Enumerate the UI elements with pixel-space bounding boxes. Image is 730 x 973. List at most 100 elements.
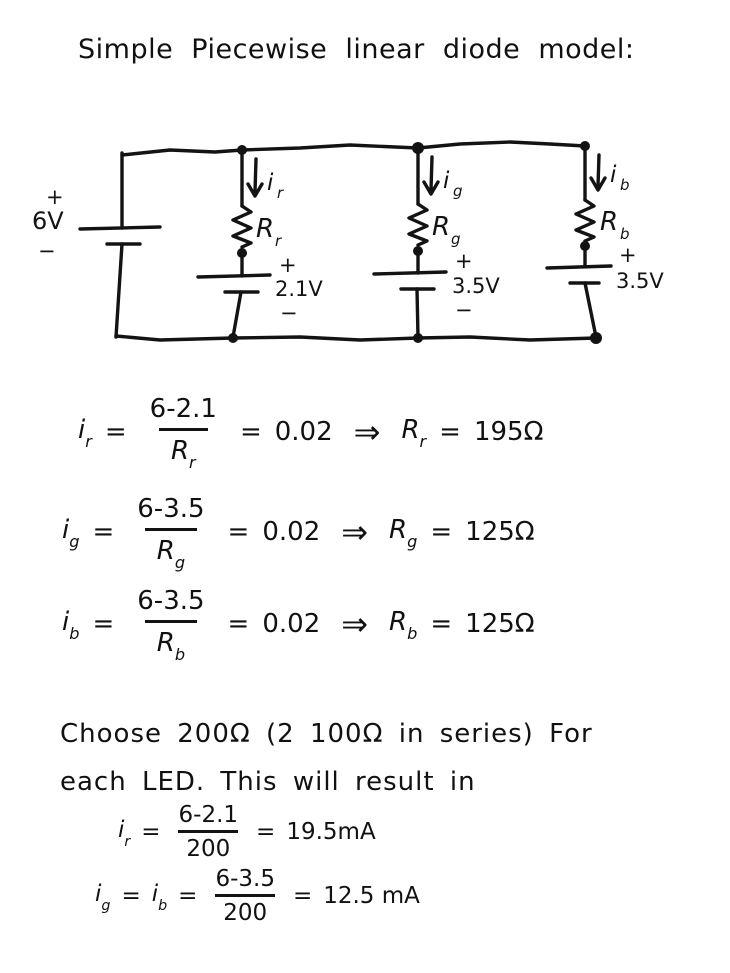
battery-long-plate — [196, 273, 272, 279]
wire-top — [120, 140, 587, 157]
current-arrow-icon — [429, 155, 434, 192]
current-label: i — [610, 162, 617, 188]
lhs-base: i — [62, 607, 70, 637]
lhs-base: i — [95, 881, 102, 908]
resistor-sub: b — [620, 225, 630, 243]
eq-lhs-2: ib — [151, 881, 167, 914]
eq-result: 19.5mA — [286, 819, 376, 845]
current-arrowhead-icon — [422, 180, 440, 196]
resistor-symbol — [574, 198, 596, 243]
lhs-sub: r — [85, 432, 92, 452]
branch-wire-bottom — [231, 290, 243, 339]
equals-sign: = — [292, 883, 313, 909]
resistor-label: R — [432, 212, 450, 242]
equals-sign: = — [104, 416, 127, 447]
fraction: 6-3.5 Rb — [129, 586, 212, 665]
branch-blue: i b R b + 3.5V — [545, 141, 664, 344]
battery-long-plate — [78, 225, 162, 231]
lhs-base: i — [151, 881, 159, 908]
resistor-label: R — [256, 214, 274, 244]
source-wire-bottom — [114, 242, 124, 339]
denominator: Rr — [158, 428, 208, 473]
note-paragraph: Choose 200Ω (2 100Ω in series) For each … — [60, 710, 593, 806]
eq-value: 0.02 — [262, 516, 321, 547]
battery-minus-sign: − — [280, 301, 298, 325]
fraction: 6-2.1 200 — [174, 802, 244, 862]
current-label: i — [267, 170, 274, 196]
branch-red: i r R r + 2.1V − — [196, 145, 323, 343]
eq-result: 12.5 mA — [323, 883, 420, 909]
equation-red: ir = 6-2.1 Rr = 0.02 ⇒ Rr = 195Ω — [78, 394, 544, 473]
eq-lhs: ir — [78, 415, 92, 452]
battery-plus-sign: + — [619, 243, 637, 267]
numerator: 6-2.1 — [178, 802, 239, 828]
branch-wire-bottom — [415, 287, 420, 339]
eq-lhs: ir — [118, 817, 131, 850]
fraction: 6-3.5 200 — [210, 866, 280, 926]
res-base: R — [389, 607, 408, 637]
eq-result: 195Ω — [473, 416, 544, 447]
eq-lhs: ig — [62, 515, 80, 552]
numerator: 6-3.5 — [137, 494, 205, 524]
lhs-sub: g — [101, 897, 111, 914]
battery-minus-sign: − — [455, 298, 473, 322]
res-sub: b — [407, 624, 418, 644]
eq-value: 0.02 — [262, 608, 321, 639]
battery-long-plate — [545, 264, 613, 270]
equals-sign: = — [227, 516, 250, 547]
page-title: Simple Piecewise linear diode model: — [78, 34, 635, 65]
den-base: R — [170, 436, 190, 466]
eq-result-var: Rb — [389, 607, 418, 644]
den-sub: r — [189, 453, 196, 473]
equals-sign: = — [92, 608, 115, 639]
lhs-sub: g — [69, 532, 80, 552]
battery-voltage: 3.5V — [616, 269, 664, 293]
equals-sign: = — [256, 819, 276, 845]
den-sub: g — [174, 553, 186, 573]
lhs-sub: b — [69, 624, 80, 644]
current-arrow-icon — [253, 157, 258, 194]
battery-plus-sign: + — [455, 249, 473, 273]
implies-arrow: ⇒ — [341, 604, 369, 643]
lhs-base: i — [78, 415, 86, 445]
note-line-2: each LED. This will result in — [60, 767, 476, 797]
current-sub: r — [277, 184, 284, 202]
lhs-sub: r — [124, 833, 131, 850]
eq-lhs: ig — [95, 881, 111, 914]
equals-sign: = — [141, 819, 161, 845]
denominator: Rg — [144, 528, 198, 573]
resistor-label: R — [600, 207, 618, 237]
den-base: R — [156, 536, 175, 566]
node-dot — [228, 333, 238, 343]
battery-plus-sign: + — [279, 253, 297, 277]
eq-value: 0.02 — [274, 416, 333, 447]
branch-wire-bottom — [583, 281, 598, 339]
battery-long-plate — [372, 270, 448, 276]
voltage-source-6v: + 6V − — [32, 151, 162, 339]
source-minus-sign: − — [38, 239, 56, 263]
result-equation-red: ir = 6-2.1 200 = 19.5mA — [118, 802, 376, 862]
circuit-diagram: + 6V − i r R r + 2.1V − — [32, 140, 664, 344]
eq-result-var: Rg — [389, 515, 417, 551]
source-plus-sign: + — [46, 185, 64, 209]
res-base: R — [401, 415, 420, 445]
equals-sign: = — [227, 608, 250, 639]
equals-sign: = — [430, 608, 453, 639]
equals-sign: = — [178, 883, 198, 909]
current-sub: g — [453, 182, 463, 200]
current-arrowhead-icon — [589, 176, 607, 192]
resistor-symbol — [231, 204, 253, 249]
implies-arrow: ⇒ — [353, 412, 381, 451]
numerator: 6-3.5 — [215, 866, 275, 892]
numerator: 6-3.5 — [137, 586, 205, 616]
node-dot — [413, 333, 423, 343]
res-base: R — [389, 515, 408, 545]
equation-blue: ib = 6-3.5 Rb = 0.02 ⇒ Rb = 125Ω — [62, 586, 535, 665]
eq-result: 125Ω — [465, 608, 535, 639]
den-sub: b — [174, 645, 186, 665]
res-sub: r — [419, 432, 427, 452]
current-sub: b — [620, 176, 630, 194]
node-dot — [590, 332, 602, 344]
eq-result-var: Rr — [401, 415, 427, 452]
battery-voltage: 3.5V — [452, 274, 500, 298]
